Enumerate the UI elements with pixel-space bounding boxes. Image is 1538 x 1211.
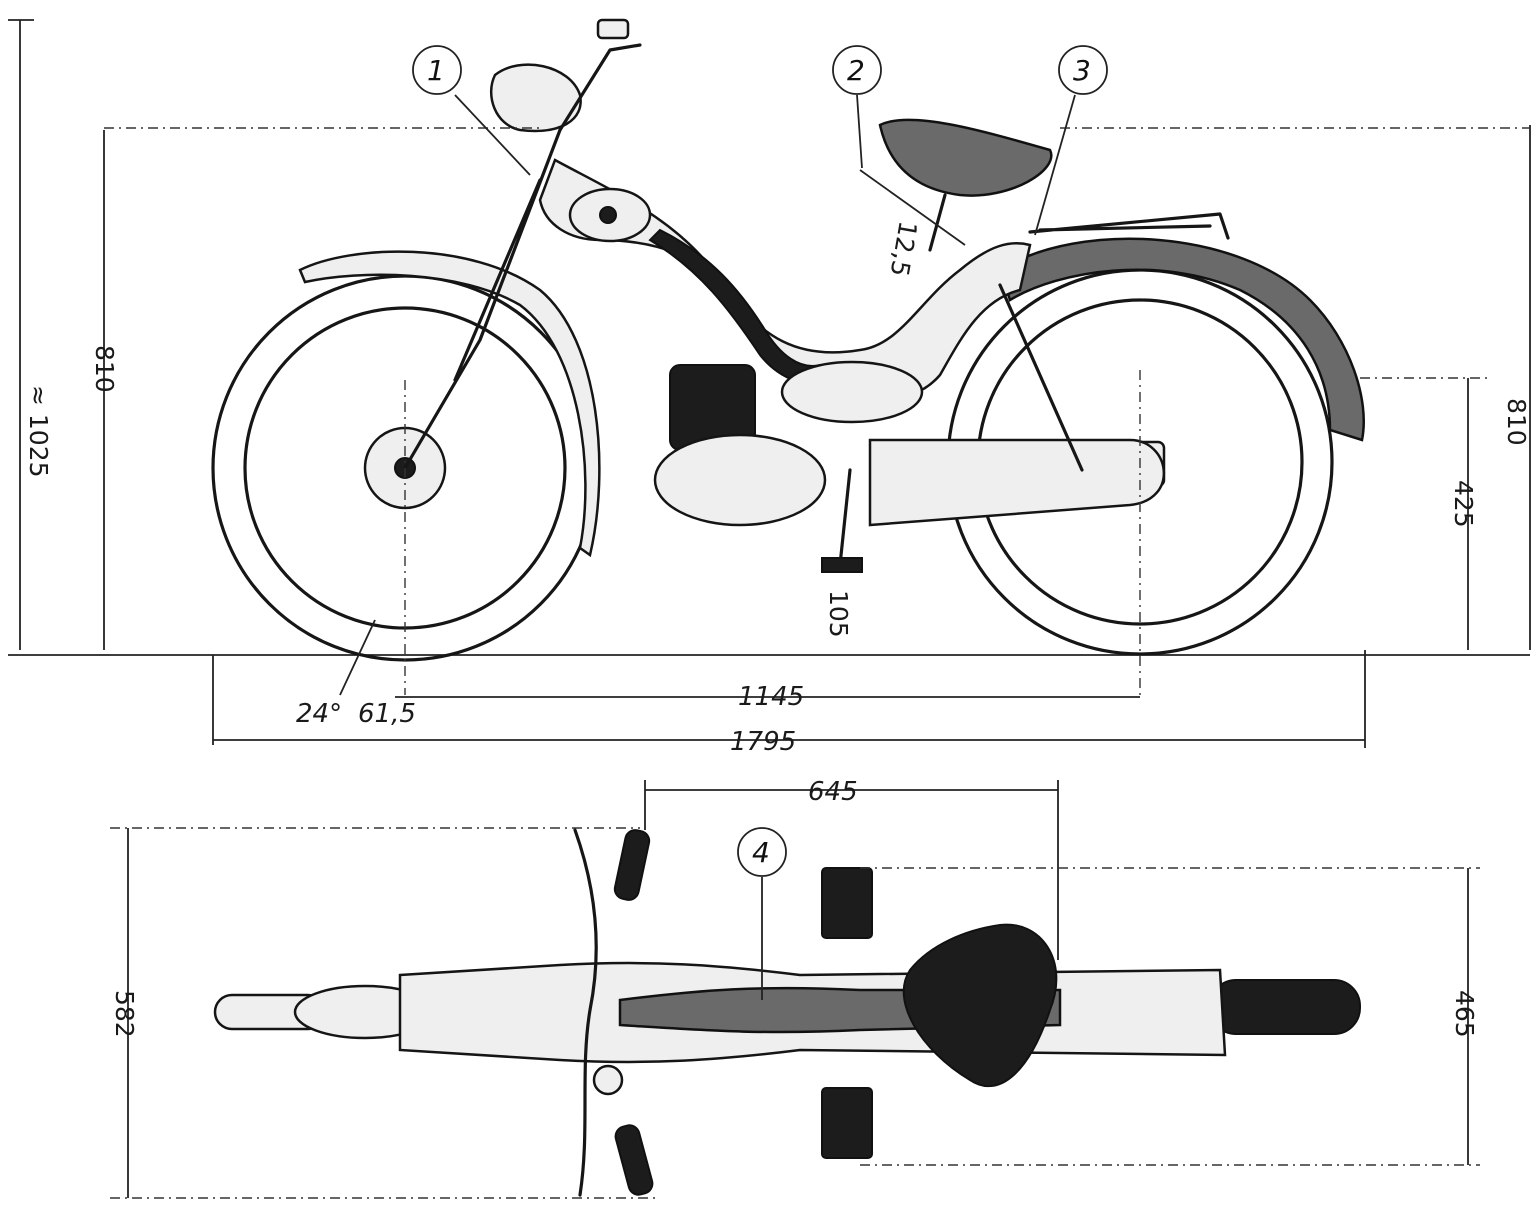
dim-pedal-width: 465 [1450, 990, 1479, 1038]
dim-trail: 61,5 [358, 699, 416, 729]
top-grip-upper [613, 829, 651, 901]
dim-ground-clearance: 105 [824, 590, 853, 638]
side-view: ≈ 1025 810 810 425 105 12,5 1145 1795 24… [8, 18, 1531, 757]
pedal [821, 557, 863, 573]
dim-rear-height: 810 [1502, 398, 1531, 446]
callout-1: 1 [412, 45, 531, 176]
top-pedal-lower [821, 1087, 873, 1159]
seat-post [928, 193, 947, 252]
engine [653, 364, 827, 527]
top-handlebar [573, 828, 598, 1197]
dim-front-height: 810 [90, 345, 119, 393]
dim-rear-axle-height: 425 [1449, 480, 1478, 528]
dim-wheelbase: 1145 [738, 682, 804, 712]
rear-shock [998, 283, 1084, 472]
svg-text:3: 3 [1073, 54, 1091, 87]
tool-box [780, 360, 924, 424]
chain-case [868, 438, 1166, 527]
front-fork [403, 128, 562, 470]
svg-text:2: 2 [847, 54, 865, 87]
top-pedal-upper [821, 867, 873, 939]
saddle [878, 118, 1053, 197]
callout-2: 2 [832, 45, 882, 169]
callout-4: 4 [737, 827, 787, 1000]
front-fender [298, 250, 601, 558]
dim-seat-angle: 12,5 [884, 219, 922, 279]
dim-overall-width: 582 [110, 990, 139, 1038]
luggage-rack [1028, 212, 1230, 240]
dim-fork-angle: 24° [296, 699, 342, 729]
bell [596, 18, 630, 40]
svg-text:1: 1 [427, 54, 445, 87]
rear-fender [998, 237, 1365, 442]
top-rear-tire [1209, 979, 1361, 1035]
dim-seat-to-bar: 645 [808, 777, 858, 807]
top-grip-lower [614, 1124, 654, 1196]
top-view: 645 582 465 [110, 777, 1480, 1199]
headlamp [489, 63, 582, 133]
dim-overall-height: ≈ 1025 [24, 385, 53, 478]
svg-text:4: 4 [752, 836, 770, 869]
handlebar [558, 43, 642, 132]
crank [838, 468, 852, 567]
dim-overall-length: 1795 [730, 727, 796, 757]
callout-3: 3 [1034, 45, 1108, 236]
top-saddle [902, 923, 1058, 1087]
